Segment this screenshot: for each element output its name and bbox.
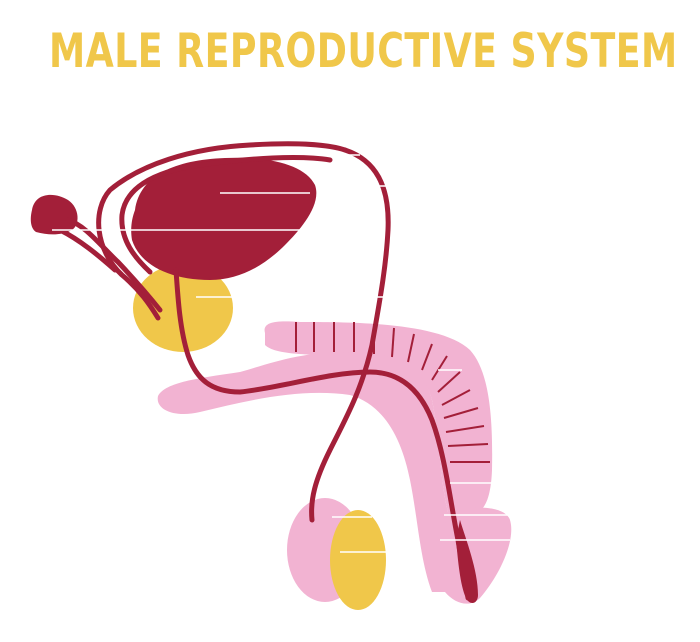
erectile-tissue-lines	[295, 322, 490, 463]
label-lines	[52, 154, 510, 553]
penis-shaft	[264, 321, 493, 512]
testis	[330, 510, 386, 610]
page-title: MALE REPRODUCTIVE SYSTEM	[49, 24, 678, 79]
bladder	[131, 157, 317, 280]
vas-deferens	[57, 141, 471, 601]
urethra-end	[456, 520, 478, 604]
prostate-gland	[133, 264, 233, 352]
seminal-vesicle	[30, 194, 78, 235]
